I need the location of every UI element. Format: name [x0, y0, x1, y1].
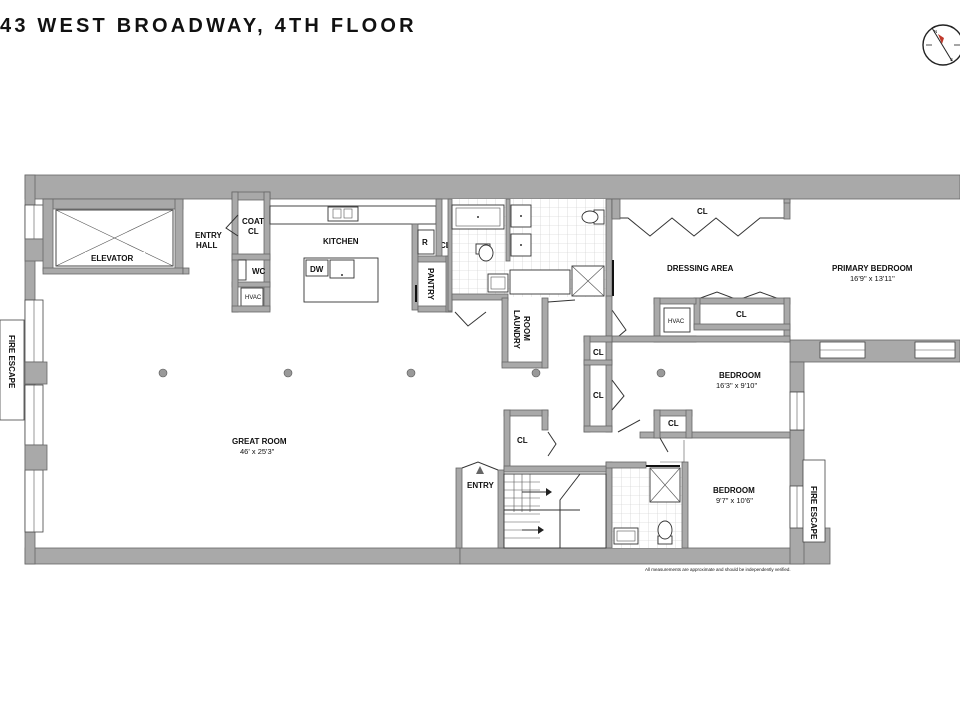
primary-bedroom-dim: 16'9" x 13'11": [850, 274, 895, 283]
refrigerator-label: R: [422, 238, 428, 247]
coat-closet-label-1: COAT: [242, 217, 264, 226]
dishwasher-label: DW: [310, 265, 324, 274]
kitchen-label: KITCHEN: [323, 237, 359, 246]
disclaimer-text: All measurements are approximate and sho…: [645, 567, 791, 572]
entry-hall-label-1: ENTRY: [195, 231, 222, 240]
great-room: GREAT ROOM 46' x 25'3": [158, 267, 666, 456]
laundry-label-2: ROOM: [522, 316, 531, 341]
compass-north-icon: N S: [922, 24, 960, 66]
compass-south-label: S: [950, 57, 953, 62]
fire-escape-left: FIRE ESCAPE: [0, 319, 25, 421]
bedroom-2-dim: 9'7" x 10'6": [716, 496, 753, 505]
bathroom-1: [447, 198, 614, 327]
dressing-area: CL DRESSING AREA CL HVAC PRIMARY BEDROOM…: [605, 198, 913, 343]
compass-north-label: N: [934, 29, 937, 34]
svg-text:FIRE ESCAPE: FIRE ESCAPE: [7, 335, 16, 389]
dressing-closet-bottom-label: CL: [736, 310, 747, 319]
elevator-label: ELEVATOR: [91, 254, 133, 263]
great-room-label: GREAT ROOM: [232, 437, 287, 446]
bedroom-1-closet-a-label: CL: [593, 348, 604, 357]
dressing-closet-top-label: CL: [697, 207, 708, 216]
fire-escape-right: FIRE ESCAPE: [802, 459, 826, 543]
pantry-label: PANTRY: [426, 268, 435, 301]
bedroom-2-label: BEDROOM: [713, 486, 755, 495]
stair-closet-label: CL: [517, 436, 528, 445]
plan-title: 43 WEST BROADWAY, 4TH FLOOR: [0, 15, 417, 37]
bathroom-2: [605, 440, 689, 549]
entry-label: ENTRY: [467, 481, 494, 490]
bedroom-1-label: BEDROOM: [719, 371, 761, 380]
stairs-entry: ENTRY CL: [455, 409, 607, 549]
hvac-label-1: HVAC: [245, 295, 262, 301]
bedroom-1-dim: 16'3" x 9'10": [716, 381, 757, 390]
elevator: ELEVATOR: [42, 198, 184, 275]
wc-label: WC: [252, 267, 266, 276]
dressing-area-label: DRESSING AREA: [667, 264, 734, 273]
kitchen-closet-label: CL-: [440, 241, 454, 250]
kitchen-area: KITCHEN DW R CL- PANTRY: [269, 198, 454, 313]
bedroom-2: BEDROOM 9'7" x 10'6": [713, 486, 755, 505]
entry-hall-label-2: HALL: [196, 241, 217, 250]
primary-bedroom-label: PRIMARY BEDROOM: [832, 264, 913, 273]
coat-closet-label-2: CL: [248, 227, 259, 236]
laundry-label-1: LAUNDRY: [512, 310, 521, 349]
great-room-dim: 46' x 25'3": [240, 447, 275, 456]
bedroom-2-closet-label: CL: [668, 419, 679, 428]
laundry-room: LAUNDRY ROOM: [501, 297, 576, 369]
svg-text:FIRE ESCAPE: FIRE ESCAPE: [809, 486, 818, 540]
left-windows: [24, 204, 48, 533]
bedroom-1-closet-b-label: CL: [593, 391, 604, 400]
bedroom-1: CL CL BEDROOM 16'3" x 9'10" CL: [583, 335, 791, 453]
hvac-label-2: HVAC: [668, 319, 685, 325]
entry-hall-area: ENTRY HALL COAT CL WC HVAC: [195, 191, 271, 313]
